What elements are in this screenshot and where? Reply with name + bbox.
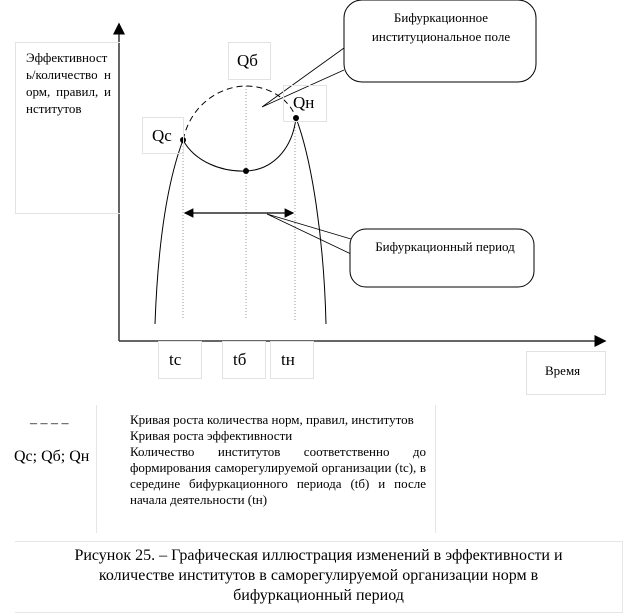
legend-item-institutions-curve: Кривая роста количества норм, правил, ин… — [130, 412, 414, 427]
y-axis-label-box: Эффективность/количество норм, правил, и… — [15, 42, 120, 214]
callout-period-pointer — [266, 213, 352, 255]
callout-period-text: Бифуркационный период — [375, 239, 515, 254]
label-qb: Qб — [228, 42, 271, 80]
point-qn — [293, 115, 299, 121]
label-tn: tн — [270, 341, 314, 379]
point-bottom — [243, 168, 249, 174]
callout-field-text: Бифуркационное институциональное поле — [371, 10, 511, 44]
label-qn: Qн — [283, 85, 327, 122]
label-tc: tc — [158, 341, 202, 379]
legend-box — [96, 405, 436, 533]
callout-field-bubble — [343, 0, 537, 83]
legend-symbol-dashed: – – – – — [30, 416, 69, 431]
institutions-curve-dashed — [182, 85, 297, 141]
efficiency-curve-right — [295, 117, 327, 325]
legend-symbol-q: Qc; Qб; Qн — [14, 448, 90, 465]
y-axis-label: Эффективность/количество норм, правил, и… — [26, 50, 111, 116]
bifurcation-lower-arc — [182, 117, 297, 172]
label-tb: tб — [222, 341, 266, 379]
label-qc: Qc — [142, 117, 184, 154]
legend-item-efficiency-curve: Кривая роста эффективности — [130, 428, 293, 443]
callout-period-bubble — [349, 228, 535, 288]
efficiency-curve-left — [154, 139, 184, 325]
x-axis-label: Время — [526, 351, 606, 395]
callout-field-pointer — [261, 47, 345, 108]
figure-caption: Рисунок 25. – Графическая иллюстрация из… — [15, 541, 623, 613]
legend-item-q-values: Количество институтов соответственно до … — [130, 444, 426, 507]
